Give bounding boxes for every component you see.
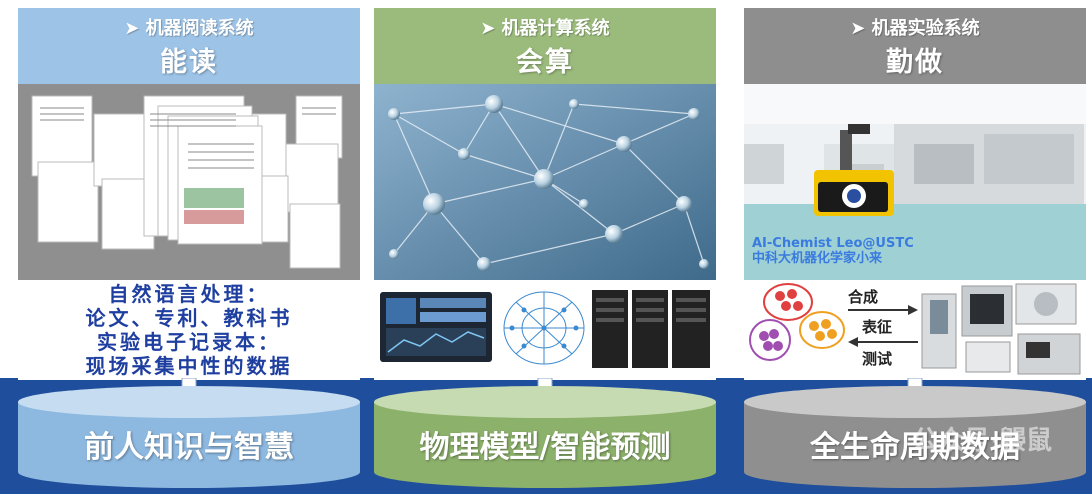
text-line: 现场采集中性的数据 bbox=[85, 354, 293, 378]
computing-panel bbox=[374, 280, 716, 380]
cylinder-lifecycle-data: 全生命周期数据 bbox=[744, 386, 1086, 490]
system-name: ➤ 机器计算系统 bbox=[480, 18, 610, 39]
watermark: 公众号·鼹鼠 bbox=[912, 426, 1052, 456]
flow-step-testing: 测试 bbox=[862, 350, 893, 368]
capability-title: 能读 bbox=[160, 47, 218, 78]
robot-caption: AI-Chemist Leo@USTC 中科大机器化学家小来 bbox=[752, 236, 914, 266]
caption-line: AI-Chemist Leo@USTC bbox=[752, 236, 914, 251]
text-line: 实验电子记录本： bbox=[97, 330, 281, 354]
papers-image bbox=[18, 84, 360, 280]
system-name: ➤ 机器实验系统 bbox=[850, 18, 980, 39]
system-name: ➤ 机器阅读系统 bbox=[124, 18, 254, 39]
cylinder-prior-knowledge: 前人知识与智慧 bbox=[18, 386, 360, 490]
column-machine-experiment: ➤ 机器实验系统 勤做 AI-Chemist Leo@USTC 中科大机器化学家… bbox=[744, 8, 1086, 380]
text-source-panel: 自然语言处理： 论文、专利、教科书 实验电子记录本： 现场采集中性的数据 bbox=[18, 280, 360, 380]
cylinder-label: 全生命周期数据 bbox=[810, 430, 1020, 465]
molecular-network-image bbox=[374, 84, 716, 280]
column-header: ➤ 机器阅读系统 能读 bbox=[18, 8, 360, 84]
cylinder-label: 前人知识与智慧 bbox=[84, 430, 294, 465]
robot-lab-image: AI-Chemist Leo@USTC 中科大机器化学家小来 bbox=[744, 84, 1086, 280]
column-machine-reading: ➤ 机器阅读系统 能读 bbox=[18, 8, 360, 380]
capability-title: 勤做 bbox=[886, 47, 944, 78]
column-header: ➤ 机器计算系统 会算 bbox=[374, 8, 716, 84]
column-machine-computing: ➤ 机器计算系统 会算 bbox=[374, 8, 716, 380]
cylinder-physical-models: 物理模型/智能预测 bbox=[374, 386, 716, 490]
cylinder-label: 物理模型/智能预测 bbox=[419, 430, 671, 465]
flow-step-characterization: 表征 bbox=[862, 318, 893, 336]
experiment-flow-panel: 合成 表征 测试 bbox=[744, 280, 1086, 380]
text-line: 自然语言处理： bbox=[108, 282, 270, 306]
caption-line: 中科大机器化学家小来 bbox=[752, 251, 883, 266]
text-sources: 自然语言处理： 论文、专利、教科书 实验电子记录本： 现场采集中性的数据 bbox=[18, 282, 360, 378]
flow-step-synthesis: 合成 bbox=[848, 288, 879, 306]
text-line: 论文、专利、教科书 bbox=[85, 306, 293, 330]
capability-title: 会算 bbox=[516, 47, 574, 78]
column-header: ➤ 机器实验系统 勤做 bbox=[744, 8, 1086, 84]
